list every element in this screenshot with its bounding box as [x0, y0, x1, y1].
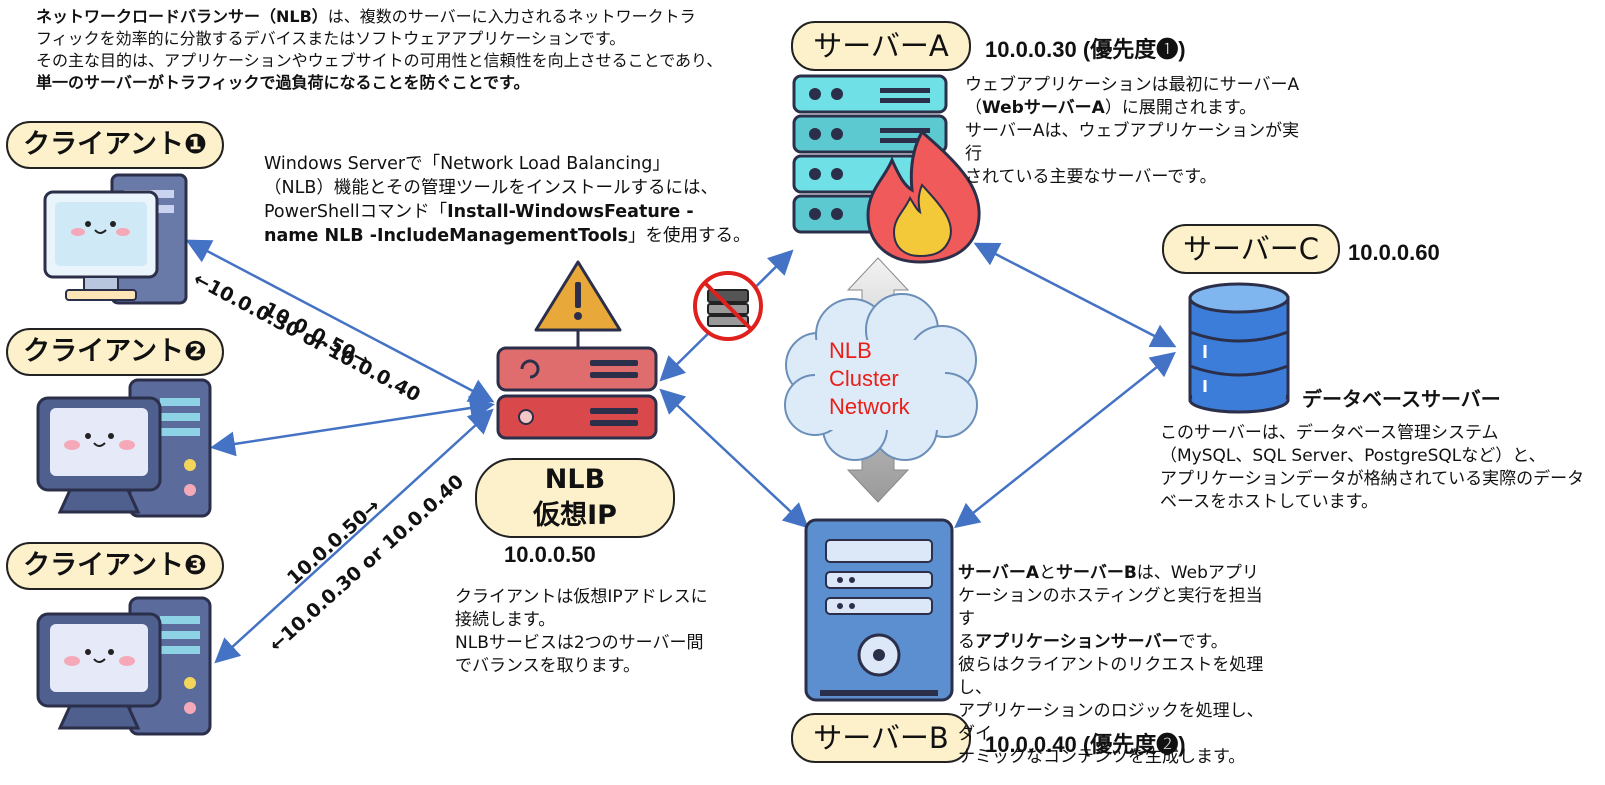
app-server-term: アプリケーションサーバー — [975, 632, 1179, 652]
server-c-desc-line3: アプリケーションデータが格納されている実際のデータ — [1160, 469, 1585, 489]
database-server-title: データベースサーバー — [1302, 387, 1501, 411]
client3-computer-icon — [36, 596, 212, 736]
server-c-desc-line1: このサーバーは、データベース管理システム — [1160, 423, 1499, 443]
nlb-note-line3: NLBサービスは2つのサーバー間 — [455, 633, 704, 653]
nlb-note-line1: クライアントは仮想IPアドレスに — [455, 587, 708, 607]
intro-line3: その主な目的は、アプリケーションやウェブサイトの可用性と信頼性を向上させることで… — [36, 51, 723, 70]
nlb-note-line2: 接続します。 — [455, 610, 556, 630]
server-a-label: サーバーA — [791, 21, 971, 71]
link-server-b-server-c — [954, 351, 1176, 529]
server-a-desc-line1: ウェブアプリケーションは最初にサーバーA — [965, 75, 1300, 95]
cluster-label-line1: NLB — [829, 338, 872, 363]
server-c-desc-line2: （MySQL、SQL Server、PostgreSQLなど）と、 — [1160, 446, 1546, 466]
nlb-label-line1: NLB — [544, 464, 606, 495]
server-a-desc-line2: ）に展開されます。 — [1104, 98, 1257, 118]
cluster-label-line3: Network — [829, 394, 910, 419]
server-c-desc-line4: ベースをホストしています。 — [1160, 492, 1378, 512]
server-c-description: このサーバーは、データベース管理システム （MySQL、SQL Server、P… — [1160, 422, 1600, 514]
fire-icon — [866, 129, 981, 264]
server-b-desc-line3-pre: る — [958, 632, 975, 652]
warning-icon — [534, 260, 622, 348]
server-b-desc-and: と — [1039, 563, 1056, 583]
web-server-a-term: WebサーバーA — [982, 98, 1105, 118]
cluster-label: NLB Cluster Network — [829, 337, 910, 421]
server-b-tower-icon — [804, 518, 954, 702]
server-a-term: サーバーA — [958, 563, 1039, 583]
client1-label: クライアント❶ — [6, 121, 224, 169]
link-server-a-server-c — [973, 242, 1177, 348]
link-client1-nlb — [185, 239, 495, 403]
nlb-ip: 10.0.0.50 — [504, 542, 596, 567]
nlb-virtual-ip-label: NLB 仮想IP — [475, 458, 675, 538]
server-b-term: サーバーB — [1056, 563, 1137, 583]
install-note-line3: PowerShellコマンド「 — [264, 202, 448, 222]
server-b-desc-line3: です。 — [1178, 632, 1228, 652]
install-note: Windows Serverで「Network Load Balancing」 … — [264, 152, 784, 248]
server-b-label: サーバーB — [791, 713, 971, 763]
intro-line4: 単一のサーバーがトラフィックで過負荷になることを防ぐことです。 — [36, 73, 530, 92]
server-b-desc-line5: アプリケーションのロジックを処理し、ダイ — [958, 701, 1264, 744]
nlb-note: クライアントは仮想IPアドレスに 接続します。 NLBサービスは2つのサーバー間… — [455, 586, 735, 678]
server-a-ip: 10.0.0.30 (優先度❶) — [985, 37, 1186, 62]
install-note-line4: 」を使用する。 — [628, 226, 751, 246]
server-b-ip: 10.0.0.40 (優先度❷) — [985, 732, 1186, 757]
cluster-cloud-icon — [784, 293, 978, 461]
install-command-part1: Install-WindowsFeature - — [447, 202, 694, 222]
intro-title: ネットワークロードバランサー（NLB） — [36, 7, 328, 26]
nlb-note-line4: でバランスを取ります。 — [455, 656, 640, 676]
intro-line2: フィックを効率的に分散するデバイスまたはソフトウェアアプリケーションです。 — [36, 29, 626, 48]
server-b-desc-line1: は、Webアプリ — [1136, 563, 1259, 583]
client3-label: クライアント❸ — [6, 542, 224, 590]
server-b-desc-line4: 彼らはクライアントのリクエストを処理し、 — [958, 655, 1264, 698]
link-client3-nlb — [214, 408, 494, 664]
server-b-description: サーバーAとサーバーBは、Webアプリ ケーションのホスティングと実行を担当す … — [958, 562, 1278, 769]
client2-label: クライアント❷ — [6, 328, 224, 376]
link-client2-nlb — [210, 395, 495, 457]
server-a-desc-line3: サーバーAは、ウェブアプリケーションが実行 — [965, 121, 1300, 164]
server-a-description: ウェブアプリケーションは最初にサーバーA （WebサーバーA）に展開されます。 … — [965, 74, 1305, 189]
server-b-desc-line6: ナミックなコンテンツを生成します。 — [958, 747, 1246, 767]
server-a-desc-paren-open: （ — [965, 98, 982, 118]
install-command-part2: name NLB -IncludeManagementTools — [264, 226, 629, 246]
server-b-desc-line2: ケーションのホスティングと実行を担当す — [958, 586, 1263, 629]
nlb-label-line2: 仮想IP — [533, 500, 617, 531]
nlb-load-balancer-icon — [496, 346, 658, 440]
cluster-label-line2: Cluster — [829, 366, 899, 391]
server-c-label: サーバーC — [1162, 224, 1340, 274]
link-nlb-server-b — [659, 388, 809, 529]
client2-computer-icon — [36, 378, 212, 518]
database-icon — [1188, 282, 1290, 414]
client1-computer-icon — [43, 173, 188, 305]
install-note-line2: （NLB）機能とその管理ツールをインストールするには、 — [264, 178, 718, 198]
intro-line1: は、複数のサーバーに入力されるネットワークトラ — [327, 7, 696, 26]
install-note-line1: Windows Serverで「Network Load Balancing」 — [264, 154, 670, 174]
server-a-desc-line4: されている主要なサーバーです。 — [965, 167, 1217, 187]
intro-paragraph: ネットワークロードバランサー（NLB）は、複数のサーバーに入力されるネットワーク… — [36, 6, 756, 94]
server-c-ip: 10.0.0.60 — [1348, 240, 1440, 265]
no-direct-access-icon — [693, 271, 763, 341]
